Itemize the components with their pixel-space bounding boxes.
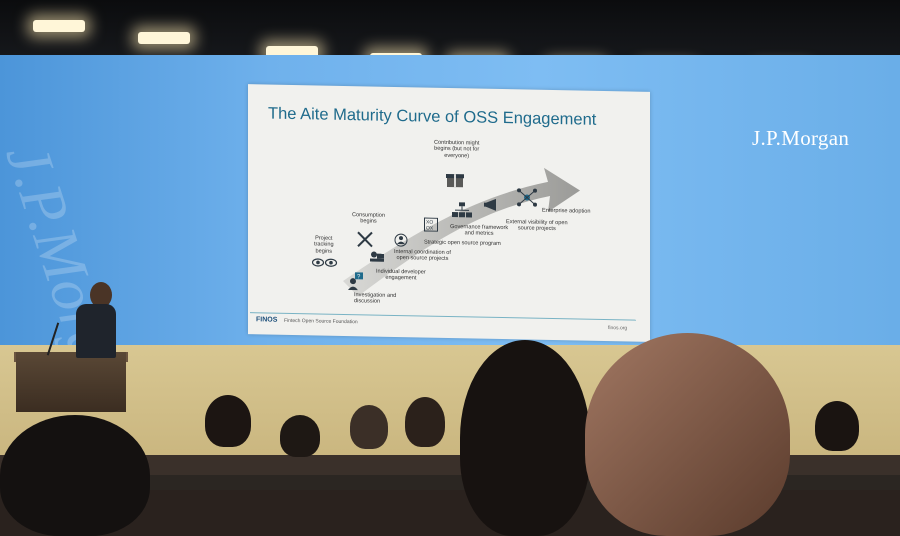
ceiling-light	[138, 32, 190, 44]
audience-head	[815, 401, 859, 451]
audience	[0, 333, 900, 536]
audience-head	[0, 415, 150, 536]
stage-label-investigation: Investigation and discussion	[354, 292, 397, 306]
maturity-curve-arrow	[343, 167, 580, 297]
stage-label-project-tracking: Project tracking begins	[314, 235, 334, 255]
ceiling-light	[33, 20, 85, 32]
stage-label-external-visibility: External visibility of open source proje…	[506, 219, 568, 233]
stage-label-enterprise-adoption: Enterprise adoption	[542, 207, 591, 215]
audience-head-bald	[585, 333, 790, 536]
question-person-icon: ?	[348, 272, 363, 291]
speaker-head	[90, 282, 112, 308]
audience-head	[405, 397, 445, 447]
audience-head	[460, 340, 590, 536]
megaphone-icon	[484, 198, 496, 211]
stage-label-individual-developer: Individual developer engagement	[376, 268, 426, 282]
eye-icon	[312, 258, 338, 267]
gift-icon	[446, 173, 464, 188]
network-icon	[517, 188, 537, 207]
stage-label-contribution: Contribution might begins (but not for e…	[434, 139, 480, 160]
slide-footer-url: finos.org	[608, 325, 628, 332]
audience-head	[350, 405, 388, 449]
stage-label-internal-coordination: Internal coordination of open source pro…	[394, 248, 451, 263]
team-icon	[394, 233, 408, 247]
svg-text:?: ?	[357, 274, 361, 280]
developer-desk-icon	[370, 251, 384, 262]
stage-label-governance: Governance framework and metrics	[450, 224, 509, 238]
fork-knife-icon	[357, 231, 373, 248]
finos-logo: FINOS	[256, 316, 278, 324]
org-chart-icon	[452, 202, 472, 218]
audience-head	[280, 415, 320, 457]
audience-head	[205, 395, 251, 447]
presentation-slide: The Aite Maturity Curve of OSS Engagemen…	[248, 84, 650, 342]
speaker	[76, 304, 116, 358]
brand-logo: J.P.Morgan	[752, 126, 850, 150]
stage-label-consumption: Consumption begins	[352, 212, 385, 226]
svg-text:OX: OX	[426, 226, 434, 232]
podium	[16, 352, 126, 412]
svg-text:XO: XO	[426, 220, 433, 226]
